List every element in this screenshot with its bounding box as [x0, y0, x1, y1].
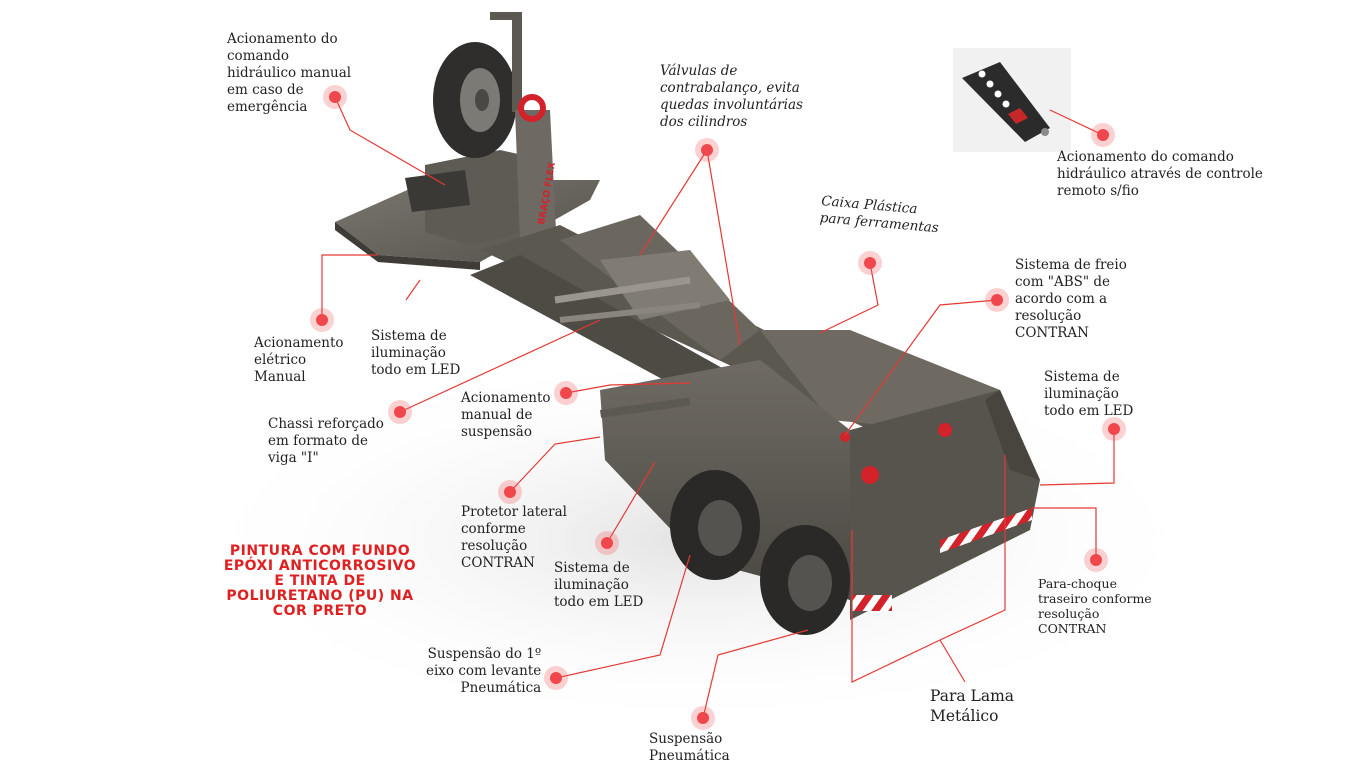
marker-rear-bumper — [1090, 554, 1102, 566]
side-protector-rail — [600, 397, 691, 418]
spare-hub — [475, 89, 489, 111]
marker-counterbalance-valves — [701, 144, 713, 156]
paint-note: PINTURA COM FUNDO EPÓXI ANTICORROSIVO E … — [223, 543, 417, 619]
hydraulic-cylinder-1 — [554, 276, 691, 304]
rear-body-top — [760, 330, 1000, 430]
front-deck-edge — [335, 222, 480, 270]
label-counterbalance-valves: Válvulas de contrabalanço, evita quedas … — [660, 63, 803, 130]
label-manual-suspension: Acionamento manual de suspensão — [461, 390, 551, 440]
hydraulic-cylinder-2 — [559, 302, 701, 323]
wheel-rear-rim — [788, 555, 832, 611]
wheel-front-rim — [698, 500, 742, 556]
marker-toolbox — [864, 257, 876, 269]
leader-toolbox — [819, 262, 879, 334]
leader-electric-manual — [321, 254, 378, 320]
leader-counterbalance-valves-2 — [706, 149, 741, 346]
label-abs-brake: Sistema de freio com "ABS" de acordo com… — [1015, 257, 1127, 341]
label-side-protector: Protetor lateral conforme resolução CONT… — [461, 504, 567, 571]
label-led-front: Sistema de iluminação todo em LED — [371, 328, 461, 378]
red-fitting-2 — [938, 423, 952, 437]
marker-emergency-hydraulic — [329, 91, 341, 103]
red-fitting-1 — [861, 466, 879, 484]
arm-column — [515, 110, 556, 240]
label-led-rear-left: Sistema de iluminação todo em LED — [554, 560, 644, 610]
plate-reflective-strip — [852, 595, 892, 611]
marker-chassis — [394, 406, 406, 418]
remote-control-image — [953, 48, 1071, 152]
marker-abs-brake — [991, 294, 1003, 306]
label-pneumatic-suspension: Suspensão Pneumática — [649, 731, 730, 764]
marker-electric-manual — [316, 314, 328, 326]
leader-pneumatic-suspension — [702, 629, 809, 719]
label-electric-manual: Acionamento elétrico Manual — [254, 335, 344, 385]
label-rear-bumper: Para-choque traseiro conforme resolução … — [1038, 576, 1152, 636]
rear-body-right — [985, 390, 1040, 480]
label-emergency-hydraulic: Acionamento do comando hidráulico manual… — [227, 31, 352, 115]
leader-remote-control — [1049, 109, 1104, 136]
label-axle-lift: Suspensão do 1º eixo com levante Pneumát… — [426, 646, 542, 696]
leader-lines — [321, 96, 1115, 719]
leader-abs-brake — [844, 299, 998, 436]
bumper-reflective-strip — [940, 508, 1032, 553]
marker-pneumatic-suspension — [697, 712, 709, 724]
leader-rear-bumper — [1032, 507, 1097, 560]
hook-mast — [512, 12, 522, 112]
marker-led-rear-right — [1108, 423, 1120, 435]
red-fitting-3 — [840, 432, 850, 442]
marker-remote-control — [1097, 129, 1109, 141]
marker-side-protector — [504, 486, 516, 498]
marker-led-rear-left — [601, 537, 613, 549]
leader-counterbalance-valves — [639, 149, 708, 256]
leader-mudguard-2 — [939, 639, 966, 683]
label-chassis: Chassi reforçado em formato de viga "I" — [268, 416, 384, 466]
leader-emergency-hydraulic — [334, 96, 446, 186]
leader-led-rear-left — [606, 461, 656, 544]
hook-mast-top — [490, 12, 522, 20]
leader-manual-suspension — [565, 382, 691, 394]
label-led-rear-right: Sistema de iluminação todo em LED — [1044, 369, 1134, 419]
leader-chassis — [399, 319, 601, 413]
hook-eye — [518, 94, 546, 122]
leader-side-protector — [509, 436, 601, 493]
leader-led-front — [405, 279, 421, 301]
leader-axle-lift — [555, 554, 691, 679]
rear-body-back — [850, 390, 1040, 620]
marker-manual-suspension — [560, 387, 572, 399]
label-mudguard: Para Lama Metálico — [930, 687, 1015, 725]
label-remote-control: Acionamento do comando hidráulico atravé… — [1057, 149, 1263, 199]
hydraulic-panel — [405, 170, 470, 212]
leader-led-rear-right — [1039, 429, 1115, 486]
marker-axle-lift — [550, 672, 562, 684]
